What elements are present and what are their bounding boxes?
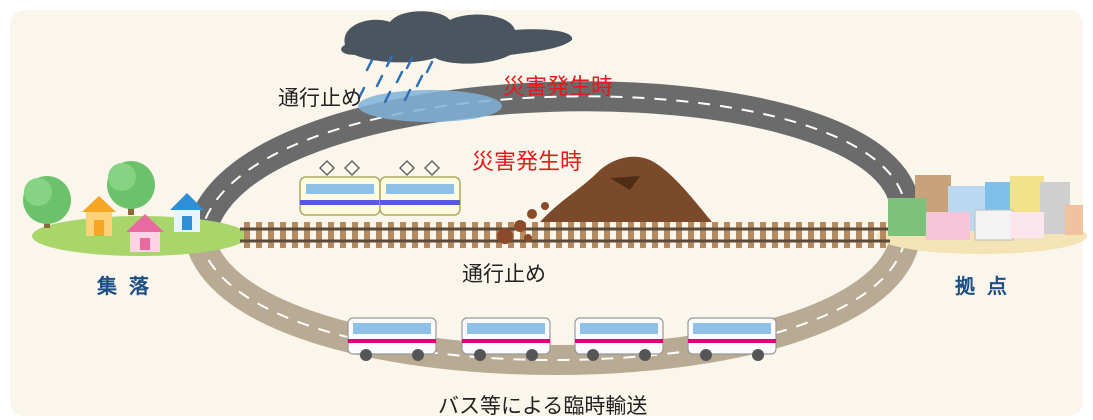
tree-icon xyxy=(107,161,155,215)
rail-tie xyxy=(868,222,874,248)
rail-tie xyxy=(712,222,718,248)
train-icon xyxy=(299,159,461,216)
rail-closed-label: 通行止め xyxy=(462,262,546,286)
rail-tie xyxy=(364,222,370,248)
rail-tie xyxy=(388,222,394,248)
rail-tie xyxy=(256,222,262,248)
house-icon xyxy=(126,214,164,252)
rail-tie xyxy=(844,222,850,248)
rail-tie xyxy=(304,222,310,248)
rail-tie xyxy=(832,222,838,248)
rail-tie xyxy=(340,222,346,248)
bus-icon xyxy=(347,317,437,361)
storm-cloud-icon xyxy=(341,11,573,64)
rail-tie xyxy=(556,222,562,248)
rail-tie xyxy=(376,222,382,248)
rail-tie xyxy=(784,222,790,248)
disaster-label-top: 災害発生時 xyxy=(503,75,614,100)
rail-tie xyxy=(280,222,286,248)
tree-icon xyxy=(23,176,71,228)
rail-tie xyxy=(724,222,730,248)
rail-tie xyxy=(544,222,550,248)
rail-tie xyxy=(796,222,802,248)
hub-label: 拠点 xyxy=(955,274,1019,298)
rail-tie xyxy=(772,222,778,248)
rail-tie xyxy=(748,222,754,248)
rail-tie xyxy=(580,222,586,248)
rail-tie xyxy=(424,222,430,248)
rail-tie xyxy=(400,222,406,248)
rail-tie xyxy=(352,222,358,248)
rail-tie xyxy=(412,222,418,248)
rail-tie xyxy=(856,222,862,248)
rain-icon xyxy=(357,54,434,104)
rail-tie xyxy=(616,222,622,248)
rail-tie xyxy=(640,222,646,248)
village-label: 集落 xyxy=(97,274,161,298)
rail-tie xyxy=(532,222,538,248)
bottom-road xyxy=(185,235,920,375)
flood-water xyxy=(358,90,502,122)
rail-tie xyxy=(244,222,250,248)
rail-tie xyxy=(292,222,298,248)
rail-tie xyxy=(880,222,886,248)
rail-tie xyxy=(328,222,334,248)
house-icon xyxy=(82,196,116,236)
rail-tie xyxy=(652,222,658,248)
rail-tie xyxy=(568,222,574,248)
bus-transport-label: バス等による臨時輸送 xyxy=(438,394,648,418)
disaster-label-middle: 災害発生時 xyxy=(472,150,583,175)
rail-tie xyxy=(268,222,274,248)
rail-tie xyxy=(664,222,670,248)
rail-tie xyxy=(628,222,634,248)
bus-icon xyxy=(461,317,551,361)
rail-tie xyxy=(592,222,598,248)
rail-tie xyxy=(460,222,466,248)
rail-tie xyxy=(760,222,766,248)
rail-tie xyxy=(484,222,490,248)
rail-tie xyxy=(736,222,742,248)
bus-icon xyxy=(574,317,664,361)
train-car xyxy=(379,159,461,216)
rail-tie xyxy=(700,222,706,248)
bus-icon xyxy=(687,317,777,361)
bus-group xyxy=(347,317,777,361)
rail-tie xyxy=(448,222,454,248)
landslide-icon xyxy=(497,156,712,244)
rail-tie xyxy=(688,222,694,248)
rail-tie xyxy=(520,222,526,248)
road-closed-label: 通行止め xyxy=(278,86,362,110)
house-icon xyxy=(170,193,204,232)
top-road xyxy=(185,81,920,243)
rail-tie xyxy=(316,222,322,248)
rail-tie xyxy=(808,222,814,248)
rail-tie xyxy=(604,222,610,248)
rail-tie xyxy=(436,222,442,248)
rail-tie xyxy=(676,222,682,248)
rail-tie xyxy=(472,222,478,248)
city-buildings-icon xyxy=(888,175,1083,241)
rail-tie xyxy=(820,222,826,248)
